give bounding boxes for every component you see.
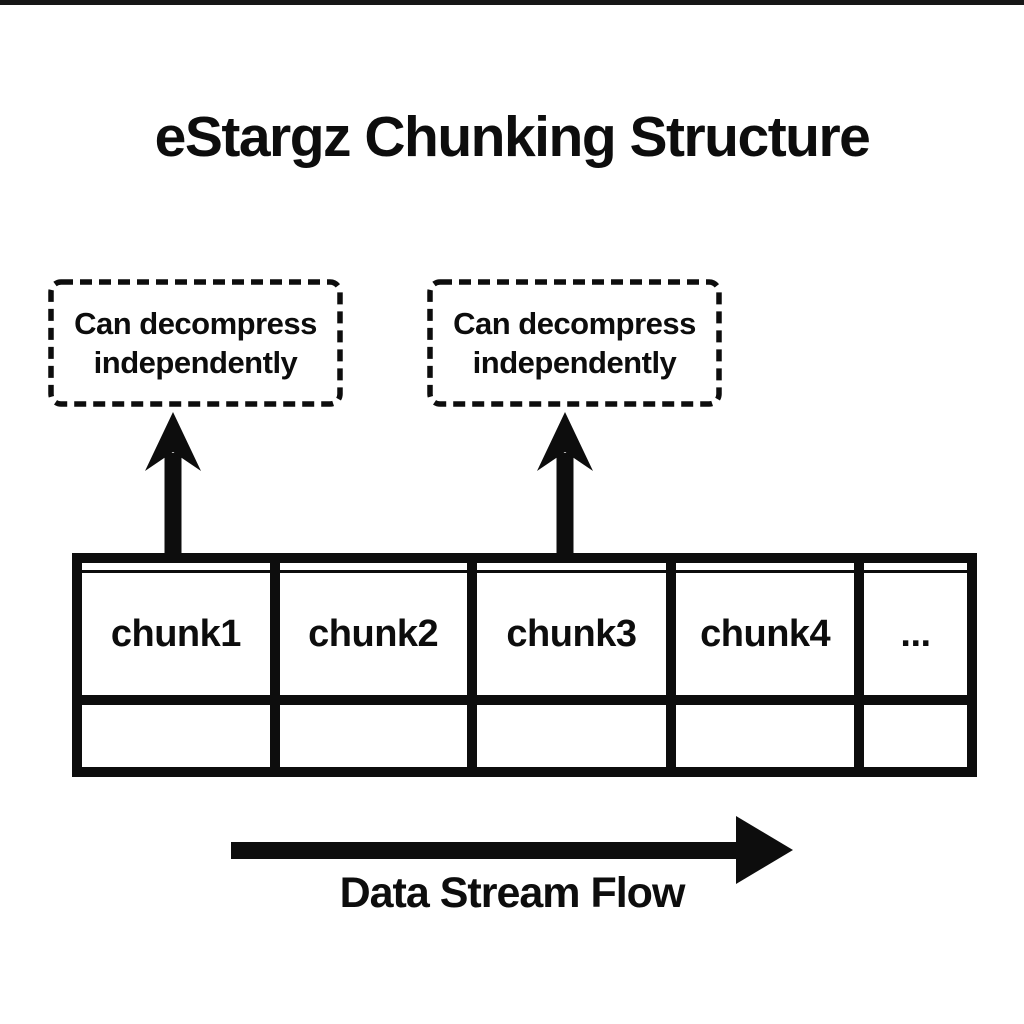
table-cell <box>476 705 667 767</box>
chunk-cell: chunk1 <box>82 573 270 695</box>
table-cell <box>676 705 855 767</box>
flow-label: Data Stream Flow <box>339 869 686 917</box>
chunk-cell: chunk3 <box>476 573 667 695</box>
table-cell <box>82 705 270 767</box>
up-arrow-icon <box>537 412 593 555</box>
callout-text: Can decompress independently <box>74 306 317 380</box>
callout-text: Can decompress independently <box>453 306 696 380</box>
table-cell <box>864 563 967 570</box>
callout-can-decompress-2: Can decompress independently <box>427 279 722 407</box>
table-cell <box>864 705 967 767</box>
chunk-cell: ... <box>864 573 967 695</box>
up-arrow-icon <box>145 412 201 555</box>
table-bottom-row <box>82 705 967 767</box>
table-cell <box>279 563 467 570</box>
up-arrow-shaft <box>556 453 574 555</box>
flow-arrow-shaft <box>231 842 739 859</box>
table-strip-row <box>82 563 967 570</box>
chunk-cell: chunk4 <box>676 573 855 695</box>
chunk-cell: chunk2 <box>279 573 467 695</box>
table-cell <box>476 563 667 570</box>
up-arrow-head <box>145 412 201 471</box>
table-cell <box>82 563 270 570</box>
callout-can-decompress-1: Can decompress independently <box>48 279 343 407</box>
up-arrow-shaft <box>164 453 182 555</box>
top-edge-line <box>0 0 1024 5</box>
up-arrow-head <box>537 412 593 471</box>
table-cell <box>279 705 467 767</box>
diagram-title: eStargz Chunking Structure <box>154 105 871 169</box>
table-cell <box>676 563 855 570</box>
